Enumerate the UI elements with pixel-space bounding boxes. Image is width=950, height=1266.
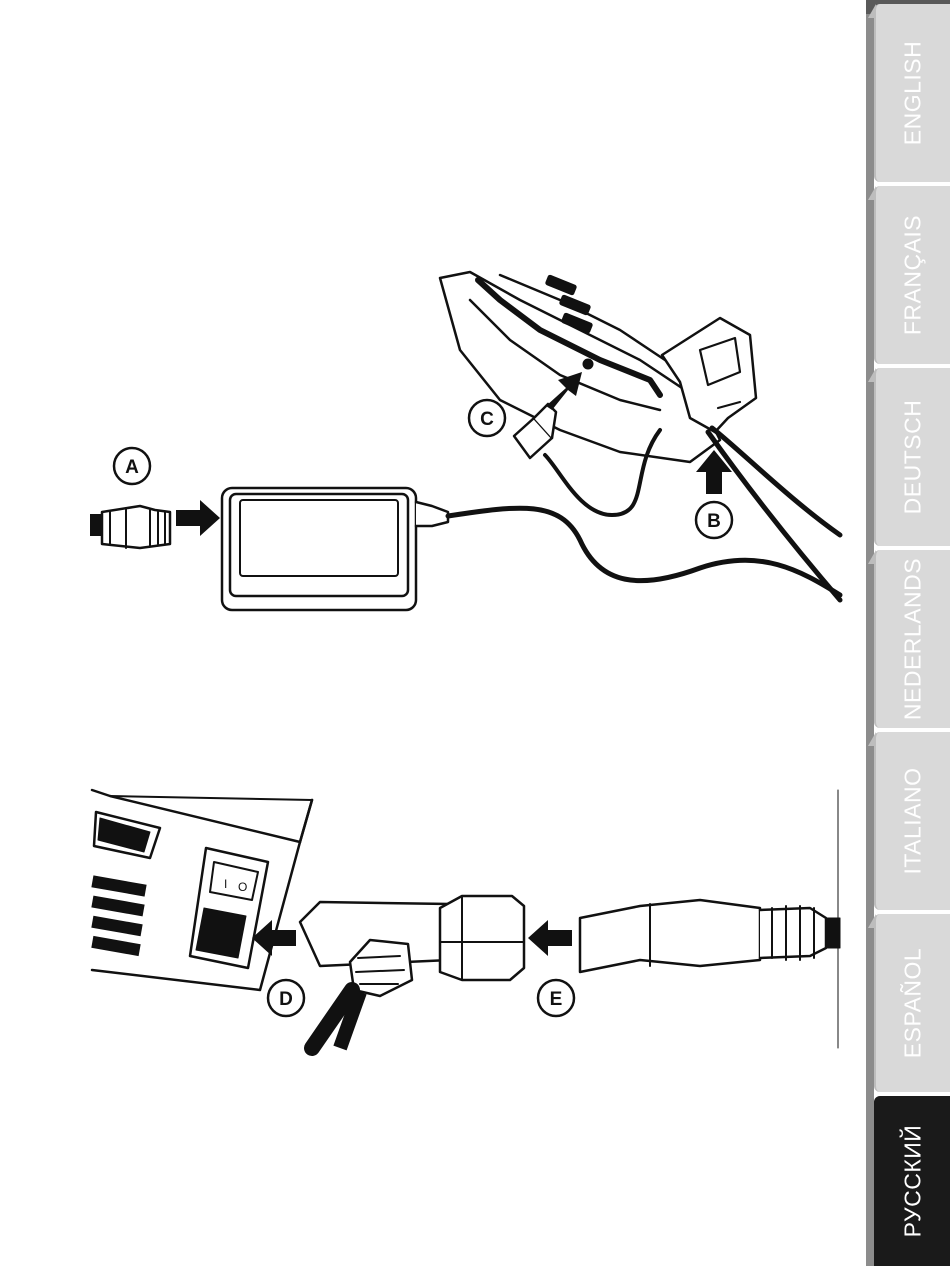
callout-a: A [114, 448, 150, 484]
arrow-e [528, 920, 572, 956]
plug-a-illustration [90, 506, 170, 548]
language-tabs: ENGLISH FRANÇAIS DEUTSCH NEDERLANDS ITAL… [866, 0, 950, 1266]
pc-rear-illustration: I O [91, 790, 312, 990]
tab-russian[interactable]: РУССКИЙ [874, 1096, 950, 1266]
tab-label: NEDERLANDS [900, 558, 927, 720]
tab-label: DEUTSCH [900, 400, 927, 515]
tab-label: РУССКИЙ [900, 1125, 927, 1238]
tab-espanol[interactable]: ESPAÑOL [874, 914, 950, 1092]
mains-figure: I O [91, 790, 840, 1048]
tab-english[interactable]: ENGLISH [874, 4, 950, 182]
connection-illustrations: A B C I O [0, 0, 860, 1266]
svg-text:O: O [238, 880, 247, 894]
power-supply-figure [90, 272, 840, 610]
callout-e: E [538, 980, 574, 1016]
tab-notch [868, 732, 876, 746]
power-brick-illustration [222, 488, 840, 610]
svg-text:C: C [480, 409, 494, 430]
callout-b: B [696, 502, 732, 538]
tab-notch [868, 914, 876, 928]
svg-text:A: A [125, 457, 139, 478]
svg-text:B: B [707, 511, 721, 532]
callout-d: D [268, 980, 304, 1016]
arrow-a [176, 500, 220, 536]
svg-text:E: E [550, 989, 563, 1010]
tab-label: ENGLISH [900, 41, 927, 145]
tab-notch [868, 4, 876, 18]
arrow-d [252, 920, 296, 956]
tab-notch [868, 368, 876, 382]
tab-notch [868, 186, 876, 200]
pedal-base-illustration [440, 272, 840, 600]
tab-label: FRANÇAIS [900, 215, 927, 335]
tab-label: ESPAÑOL [900, 948, 927, 1058]
iec-plug-illustration [580, 900, 840, 972]
tab-francais[interactable]: FRANÇAIS [874, 186, 950, 364]
svg-text:D: D [279, 989, 293, 1010]
callout-c: C [469, 400, 505, 436]
tab-notch [868, 550, 876, 564]
svg-text:I: I [224, 877, 227, 891]
tab-italiano[interactable]: ITALIANO [874, 732, 950, 910]
tab-nederlands[interactable]: NEDERLANDS [874, 550, 950, 728]
tab-label: ITALIANO [900, 767, 927, 874]
tab-deutsch[interactable]: DEUTSCH [874, 368, 950, 546]
